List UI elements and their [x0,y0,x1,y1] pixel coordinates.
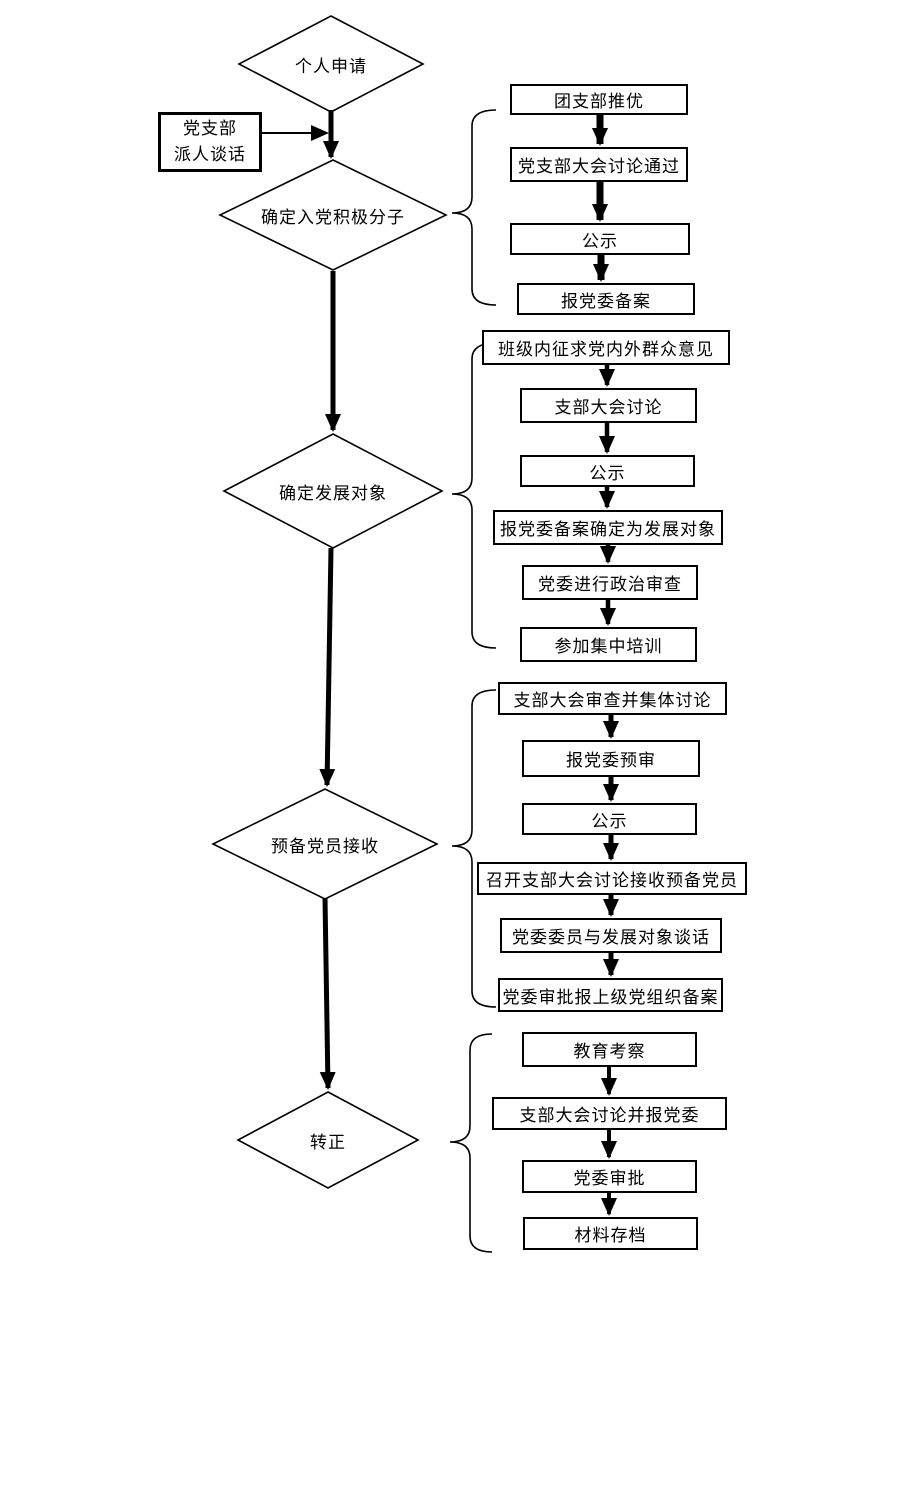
stage-diamond-development-target [222,433,444,549]
step-box: 报党委备案 [517,283,695,315]
brace-group-2 [451,342,497,649]
step-box: 教育考察 [522,1032,697,1067]
main-flow-arrow [319,547,336,787]
step-box: 公示 [510,223,690,255]
step-box: 班级内征求党内外群众意见 [482,330,730,365]
step-box: 党委进行政治审查 [522,565,698,600]
side-box-branch-talk: 党支部 派人谈话 [158,112,262,172]
step-box: 支部大会讨论并报党委 [492,1097,727,1130]
step-box: 召开支部大会讨论接收预备党员 [477,862,747,895]
brace-group-1 [451,109,497,306]
stage-diamond-activist [218,159,448,271]
step-box: 参加集中培训 [520,627,697,662]
step-box: 公示 [522,803,697,835]
main-flow-arrow [319,897,336,1090]
brace-group-4 [449,1033,493,1253]
step-box: 党委委员与发展对象谈话 [500,918,722,953]
stage-label-development-target: 确定发展对象 [279,483,387,503]
step-box: 党委审批 [522,1160,697,1193]
step-box: 团支部推优 [510,84,688,115]
stage-label-application: 个人申请 [295,56,367,76]
step-box: 公示 [520,455,695,487]
step-box: 党委审批报上级党组织备案 [498,978,723,1012]
stage-label-activist: 确定入党积极分子 [261,207,405,227]
stage-label-probationary-member: 预备党员接收 [271,836,379,856]
step-box: 报党委预审 [522,740,700,777]
step-box: 材料存档 [523,1217,698,1250]
step-box: 党支部大会讨论通过 [510,147,688,182]
step-box: 支部大会讨论 [520,388,697,423]
step-box: 报党委备案确定为发展对象 [493,510,723,545]
brace-group-3 [451,689,497,1008]
stage-diamond-full-member [236,1091,420,1189]
step-box: 支部大会审查并集体讨论 [498,682,727,715]
stage-label-full-member: 转正 [310,1132,346,1152]
